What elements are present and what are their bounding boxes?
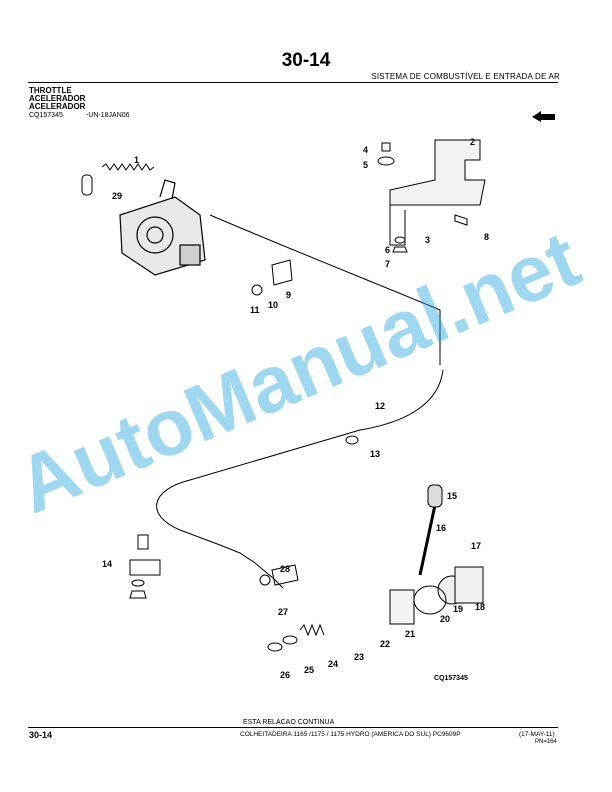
mounting-bracket — [389, 139, 486, 246]
injection-pump — [119, 179, 206, 276]
washer-part — [394, 236, 406, 244]
title-spanish: ACELERADOR — [29, 102, 86, 111]
callout-9: 9 — [286, 290, 291, 300]
nut-part — [251, 284, 263, 296]
top-divider — [28, 82, 558, 83]
callout-20: 20 — [440, 614, 450, 624]
bracket-part — [129, 559, 161, 576]
callout-7: 7 — [385, 259, 390, 269]
exploded-diagram: 1 2 3 4 5 6 7 8 9 10 11 12 13 14 15 16 1… — [81, 137, 489, 682]
footer-pn: PN=164 — [535, 739, 557, 745]
spring-part — [101, 163, 155, 171]
bolt-part — [381, 142, 391, 152]
callout-28: 28 — [280, 564, 290, 574]
callout-3: 3 — [425, 235, 430, 245]
throttle-cable-upper — [209, 214, 441, 365]
bolt-part — [454, 214, 468, 226]
link-plate-part — [81, 174, 93, 196]
callout-16: 16 — [436, 523, 446, 533]
callout-15: 15 — [447, 491, 457, 501]
title-portuguese: ACELERADOR — [29, 94, 86, 103]
callout-26: 26 — [280, 670, 290, 680]
bolt-part — [137, 534, 149, 550]
figure-reference: CQ157345 — [29, 112, 63, 119]
washer-part — [377, 156, 395, 166]
arrow-left-icon — [532, 111, 555, 122]
figure-id: CQ157345 — [434, 675, 468, 682]
callout-6: 6 — [385, 245, 390, 255]
callout-25: 25 — [304, 665, 314, 675]
title-english: THROTTLE — [29, 86, 72, 95]
callout-5: 5 — [363, 160, 368, 170]
washer-part — [131, 579, 145, 587]
spring-part — [299, 623, 325, 637]
footer-date: (17-MAY-11) — [519, 731, 555, 738]
callout-27: 27 — [278, 607, 288, 617]
callout-23: 23 — [354, 652, 364, 662]
page-number: 30-14 — [281, 50, 331, 71]
cable-end-fitting — [219, 544, 284, 589]
figure-reference-date: -UN-18JAN06 — [86, 112, 130, 119]
cable-clip-part — [271, 259, 293, 286]
callout-8: 8 — [484, 232, 489, 242]
footer-page-number: 30-14 — [29, 730, 53, 740]
callout-13: 13 — [370, 449, 380, 459]
bracket-part — [271, 564, 299, 586]
continues-note: ESTA RELACAO CONTINUA — [243, 719, 335, 726]
callout-17: 17 — [471, 541, 481, 551]
callout-labels: 1 2 3 4 5 6 7 8 9 10 11 12 13 14 15 16 1… — [102, 137, 489, 680]
callout-4: 4 — [363, 145, 368, 155]
nut-part — [392, 246, 408, 253]
callout-29: 29 — [112, 191, 122, 201]
callout-12: 12 — [375, 401, 385, 411]
washer-part — [282, 635, 298, 645]
grommet-part — [345, 435, 359, 445]
callout-11: 11 — [250, 305, 260, 315]
callout-14: 14 — [102, 559, 112, 569]
throttle-lever-assembly — [389, 484, 484, 625]
section-title: SISTEMA DE COMBUSTÍVEL E ENTRADA DE AR — [371, 72, 560, 81]
callout-21: 21 — [405, 629, 415, 639]
callout-1: 1 — [134, 155, 139, 165]
nut-part — [129, 590, 147, 599]
callout-19: 19 — [453, 604, 463, 614]
callout-24: 24 — [328, 659, 338, 669]
callout-18: 18 — [475, 602, 485, 612]
callout-22: 22 — [380, 639, 390, 649]
callout-10: 10 — [268, 300, 278, 310]
washer-part — [267, 642, 283, 652]
bottom-divider — [28, 727, 558, 728]
callout-2: 2 — [470, 137, 475, 147]
footer-model-line: COLHEITADEIRA 1165 /1175 / 1175 HYDRO (A… — [240, 731, 461, 738]
throttle-cable-lower — [156, 369, 444, 546]
